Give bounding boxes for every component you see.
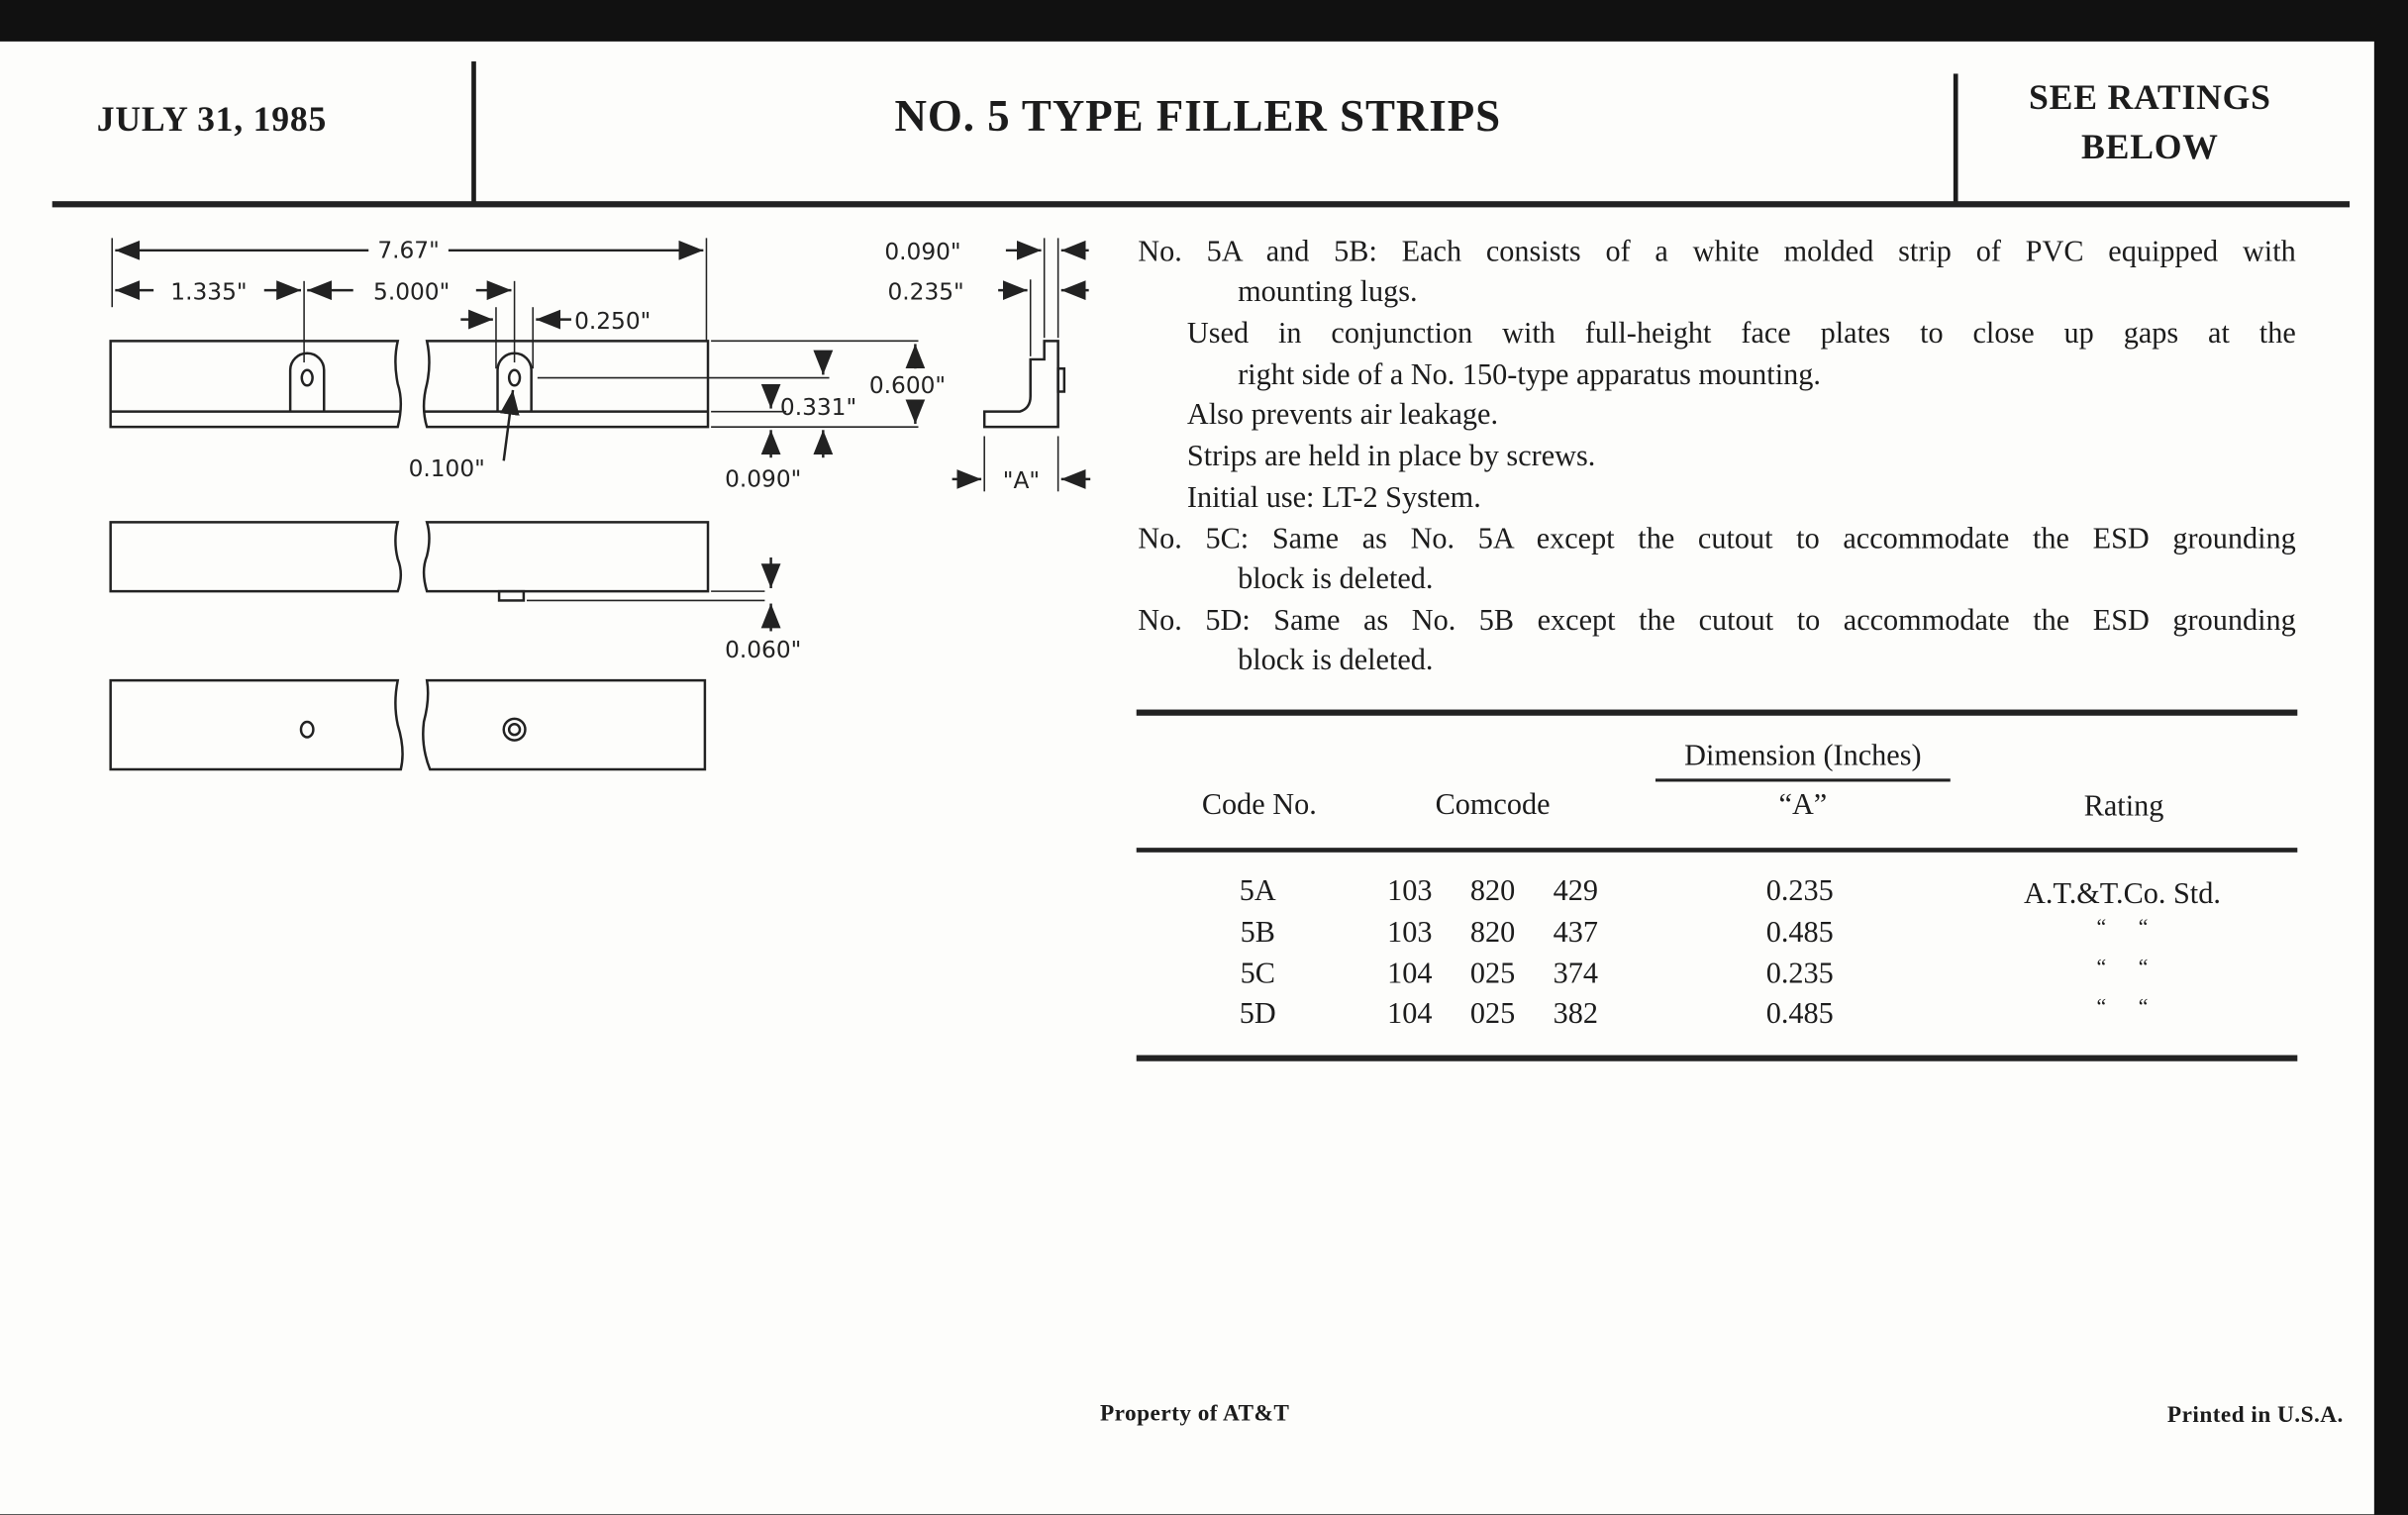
comcode-part: 104 [1387, 958, 1433, 991]
comcode-part: 820 [1469, 916, 1516, 950]
description-line: Strips are held in place by screws. [1186, 441, 1596, 473]
strip-right-segment [422, 340, 710, 429]
page-title: NO. 5 TYPE FILLER STRIPS [894, 92, 1502, 142]
lug-hole [507, 368, 522, 387]
comcode-part: 025 [1469, 958, 1516, 991]
description-line: Initial use: LT-2 System. [1186, 482, 1481, 515]
ratings-note-line2: BELOW [2081, 127, 2219, 166]
description-line: Used in conjunction with full-height fac… [1186, 318, 2296, 351]
code-cell: 5B [1240, 916, 1275, 950]
comcode-part: 104 [1387, 998, 1433, 1031]
description-line: No. 5D: Same as No. 5B except the cutout… [1138, 605, 2296, 638]
comcode-part: 437 [1553, 916, 1599, 950]
column-header-comcode: Comcode [1435, 789, 1551, 822]
countersunk-hole-inner [507, 723, 522, 737]
header-divider-right [1953, 73, 1958, 203]
comcode-part: 820 [1469, 875, 1516, 908]
paper-sheet [0, 41, 2374, 1515]
dimension-a-cell: 0.235 [1765, 875, 1834, 908]
profile-step-label: 0.235" [887, 278, 963, 305]
grounding-tab [497, 589, 526, 602]
lug-offset-label: 1.335" [170, 278, 247, 305]
strip-right-segment-bottom [422, 678, 707, 771]
column-header-code: Code No. [1201, 789, 1317, 822]
mounting-hole [299, 720, 315, 739]
dimension-a-cell: 0.235 [1765, 958, 1834, 991]
strip-profile [982, 340, 1059, 429]
column-header-a: “A” [1778, 789, 1828, 822]
strip-height-label: 0.600" [869, 372, 946, 399]
description-line: No. 5C: Same as No. 5A except the cutout… [1138, 523, 2296, 556]
profile-thickness-label: 0.090" [884, 239, 960, 265]
rating-cell: A.T.&T.Co. Std. [2024, 878, 2221, 911]
strip-left-segment-5c [109, 521, 403, 593]
lug-width-label: 0.250" [574, 308, 651, 335]
code-cell: 5A [1239, 875, 1276, 908]
table-top-rule [1136, 709, 2298, 716]
description-line: mounting lugs. [1238, 276, 1418, 309]
hole-height-label: 0.331" [780, 394, 856, 421]
lip-thickness-label: 0.090" [725, 466, 801, 493]
profile-tab [1056, 366, 1066, 393]
overall-length-label: 7.67" [377, 238, 439, 264]
dimension-a-cell: 0.485 [1765, 998, 1834, 1031]
description-line: block is deleted. [1238, 645, 1434, 677]
strip-left-segment-bottom [109, 678, 404, 771]
footer-printed: Printed in U.S.A. [2166, 1403, 2344, 1429]
lug-hole [300, 368, 314, 387]
description-line: No. 5A and 5B: Each consists of a white … [1138, 236, 2296, 269]
comcode-part: 429 [1553, 875, 1599, 908]
comcode-part: 103 [1387, 875, 1433, 908]
comcode-part: 374 [1553, 958, 1599, 991]
code-cell: 5C [1240, 958, 1275, 991]
group-header-underline [1655, 778, 1951, 782]
tab-depth-label: 0.060" [725, 637, 801, 663]
countersunk-hole-outer [502, 717, 527, 742]
rating-ditto-cell: “ “ [2096, 916, 2149, 941]
dimension-a-cell: 0.485 [1765, 916, 1834, 950]
column-header-rating: Rating [2083, 790, 2164, 824]
description-line: right side of a No. 150-type apparatus m… [1238, 358, 1821, 392]
strip-left-segment [109, 340, 403, 429]
lug-spacing-label: 5.000" [373, 278, 450, 305]
header-divider-left [471, 61, 476, 203]
description-line: block is deleted. [1238, 563, 1434, 596]
hole-leader [499, 389, 520, 461]
comcode-part: 103 [1387, 916, 1433, 950]
dimension-group-header: Dimension (Inches) [1684, 740, 1922, 773]
rating-ditto-cell: “ “ [2096, 957, 2149, 980]
mounting-lug [288, 352, 326, 412]
comcode-part: 025 [1469, 998, 1516, 1031]
description-line: Also prevents air leakage. [1186, 399, 1499, 432]
header-rule [51, 201, 2351, 208]
issue-date: JULY 31, 1985 [96, 99, 328, 139]
dimension-a-label: "A" [1003, 467, 1040, 494]
strip-right-segment-5c [422, 521, 710, 593]
ratings-note-line1: SEE RATINGS [2029, 78, 2271, 117]
comcode-part: 382 [1553, 998, 1599, 1031]
code-cell: 5D [1239, 998, 1276, 1031]
hole-diameter-label: 0.100" [409, 455, 485, 482]
rating-ditto-cell: “ “ [2096, 996, 2149, 1020]
table-header-rule [1136, 848, 2298, 853]
table-bottom-rule [1136, 1055, 2298, 1061]
footer-property: Property of AT&T [1099, 1402, 1290, 1427]
mounting-lug [496, 352, 533, 412]
